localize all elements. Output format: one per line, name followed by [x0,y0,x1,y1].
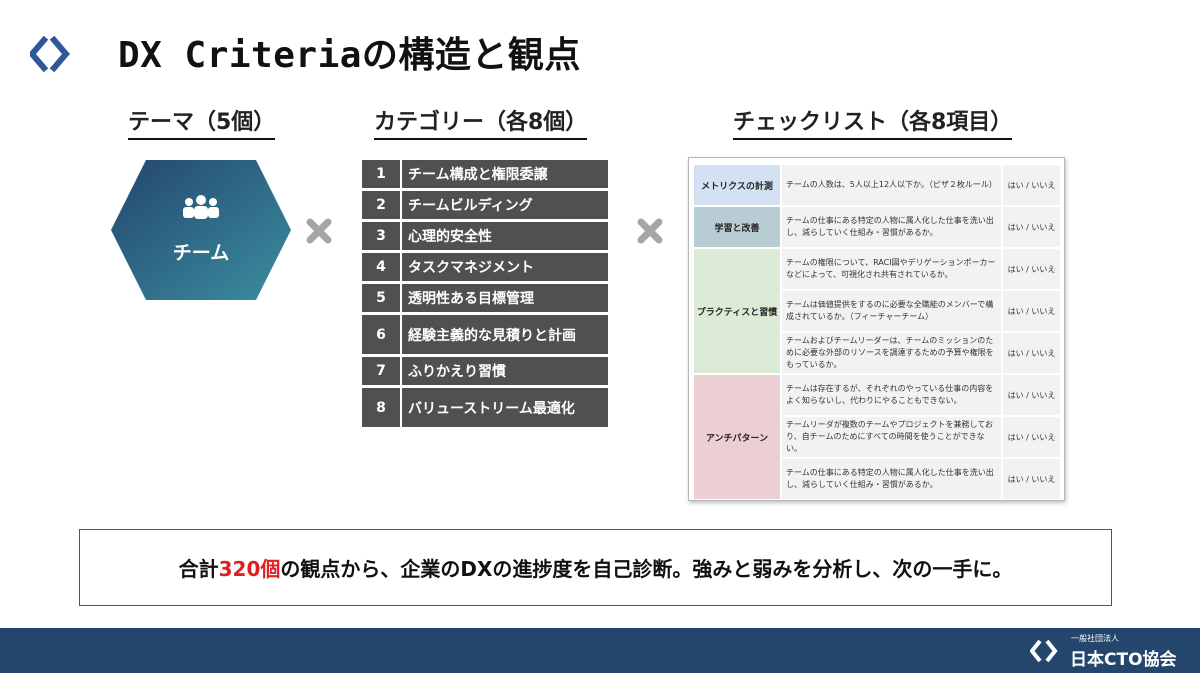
group-practice: プラクティスと習慣 [694,249,780,373]
page-title-jp: の構造と観点 [361,35,581,76]
category-row: 2 チームビルディング [362,191,608,219]
category-number: 6 [362,315,402,354]
dx-criteria-logo-icon [30,35,70,73]
category-list: 1 チーム構成と権限委譲 2 チームビルディング 3 心理的安全性 4 タスクマ… [362,160,608,430]
footer-bar [0,628,1200,673]
category-number: 4 [362,253,402,281]
category-label: タスクマネジメント [408,260,534,276]
category-number: 5 [362,284,402,312]
category-column-heading: カテゴリー（各8個） [374,104,588,140]
checklist-answer: はい / いいえ [1003,249,1060,289]
category-label: 心理的安全性 [408,229,492,245]
multiply-icon [635,216,665,246]
footer-org-type: 一般社団法人 [1071,634,1119,643]
checklist-item: チームは価値提供をするのに必要な全職能のメンバーで構成されているか。（フィーチャ… [782,291,1001,331]
checklist-answer: はい / いいえ [1003,417,1060,457]
category-row: 5 透明性ある目標管理 [362,284,608,312]
category-row: 6 経験主義的な見積りと計画 [362,315,608,354]
theme-column-heading: テーマ（5個） [128,104,276,140]
checklist-item: チームの人数は、5人以上12人以下か。（ピザ２枚ルール） [782,165,1001,205]
multiply-icon [304,216,334,246]
group-metrics: メトリクスの計測 [694,165,780,205]
checklist-item: チームの仕事にある特定の人物に属人化した仕事を洗い出し、減らしていく仕組み・習慣… [782,459,1001,499]
checklist-item: チームリーダが複数のチームやプロジェクトを兼務しており、自チームのためにすべての… [782,417,1001,457]
category-row: 3 心理的安全性 [362,222,608,250]
checklist-column-heading: チェックリスト（各8項目） [733,104,1013,140]
cto-association-logo-icon [1030,639,1058,663]
checklist-item: チームの権限について、RACI図やデリゲーションポーカーなどによって、可視化され… [782,249,1001,289]
summary-count: 320個 [218,557,281,581]
group-anti-pattern: アンチパターン [694,375,780,499]
category-label: チームビルディング [408,198,533,214]
category-number: 1 [362,160,402,188]
page-title: DX Criteriaの構造と観点 [118,26,581,78]
team-people-icon [183,195,219,219]
category-number: 7 [362,357,402,385]
checklist-card: メトリクスの計測 学習と改善 プラクティスと習慣 アンチパターン チームの人数は… [688,157,1065,501]
checklist-item: チームの仕事にある特定の人物に属人化した仕事を洗い出し、減らしていく仕組み・習慣… [782,207,1001,247]
checklist-answer: はい / いいえ [1003,165,1060,205]
group-learning: 学習と改善 [694,207,780,247]
summary-post: の観点から、企業のDXの進捗度を自己診断。強みと弱みを分析し、次の一手に。 [280,557,1013,581]
checklist-item: チームおよびチームリーダーは、チームのミッションのために必要な外部のリソースを調… [782,333,1001,373]
category-row: 8 バリューストリーム最適化 [362,388,608,427]
category-label: ふりかえり習慣 [408,364,506,380]
theme-hexagon [111,160,291,300]
checklist-answer: はい / いいえ [1003,207,1060,247]
checklist-answer: はい / いいえ [1003,291,1060,331]
checklist-answer: はい / いいえ [1003,375,1060,415]
category-number: 3 [362,222,402,250]
category-row: 7 ふりかえり習慣 [362,357,608,385]
theme-label: チーム [172,242,230,264]
category-label: 経験主義的な見積りと計画 [408,327,576,344]
checklist-answer: はい / いいえ [1003,459,1060,499]
category-label: チーム構成と権限委譲 [408,167,548,183]
summary-pre: 合計 [178,557,219,581]
category-label: 透明性ある目標管理 [408,291,534,307]
category-row: 1 チーム構成と権限委譲 [362,160,608,188]
page-title-latin: DX Criteria [118,35,362,76]
category-row: 4 タスクマネジメント [362,253,608,281]
category-number: 2 [362,191,402,219]
checklist-answer: はい / いいえ [1003,333,1060,373]
checklist-item: チームは存在するが、それぞれのやっている仕事の内容をよく知らないし、代わりにやる… [782,375,1001,415]
footer-org-name: 日本CTO協会 [1070,650,1177,670]
category-number: 8 [362,388,402,427]
category-label: バリューストリーム最適化 [408,400,575,417]
